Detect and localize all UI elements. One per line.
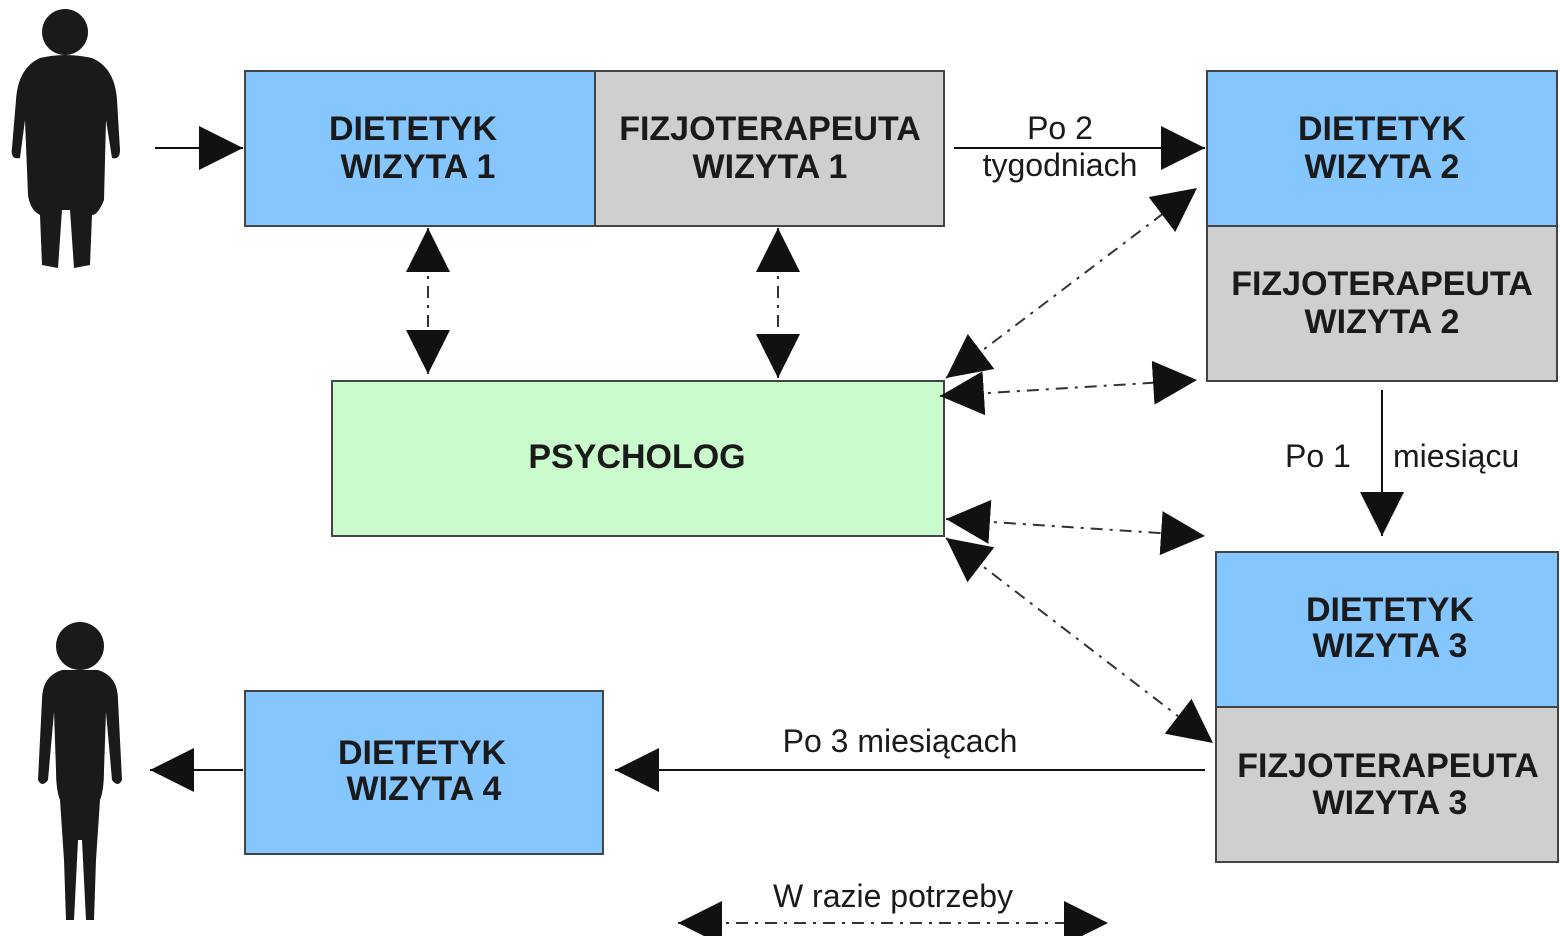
dietitian-visit-1-title: DIETETYK (329, 110, 498, 148)
physio-visit-1-title: FIZJOTERAPEUTA (619, 110, 921, 148)
person-silhouette-slim-icon (38, 622, 122, 920)
physio-visit-1-box (594, 70, 945, 227)
dietitian-visit-2-title: DIETETYK (1298, 110, 1467, 148)
person-silhouette-overweight-icon (11, 9, 121, 268)
physio-visit-1-subtitle: WIZYTA 1 (693, 148, 848, 186)
dietitian-visit-3-box (1215, 551, 1559, 708)
dietitian-visit-2-subtitle: WIZYTA 2 (1305, 148, 1460, 186)
physio-visit-3-subtitle: WIZYTA 3 (1313, 784, 1468, 822)
dietitian-visit-3-subtitle: WIZYTA 3 (1313, 627, 1468, 665)
dietitian-visit-1-box (244, 70, 596, 227)
dietitian-visit-4-box (244, 690, 604, 855)
dietitian-visit-4-subtitle: WIZYTA 4 (347, 770, 502, 808)
physio-visit-3-title: FIZJOTERAPEUTA (1237, 747, 1539, 785)
two-weeks-label-line2: tygodniach (983, 147, 1138, 183)
two-weeks-label-line1: Po 2 (1027, 110, 1093, 146)
physio-visit-2-subtitle: WIZYTA 2 (1305, 303, 1460, 341)
dietitian-visit-1-subtitle: WIZYTA 1 (341, 148, 496, 186)
dietitian-visit-3-title: DIETETYK (1306, 591, 1475, 629)
legend-label: W razie potrzeby (773, 878, 1013, 914)
physio-visit-3-box (1215, 706, 1559, 863)
dietitian-visit-4-title: DIETETYK (338, 734, 507, 772)
dietitian-visit-2-box (1206, 70, 1558, 227)
psychologist-physio-3-link (945, 537, 1214, 744)
psychologist-physio-2-link (939, 360, 1198, 416)
psychologist-dietitian-2-link (945, 187, 1198, 379)
psychologist-title: PSYCHOLOG (528, 438, 745, 476)
three-months-label: Po 3 miesiącach (783, 723, 1018, 759)
psychologist-box (331, 380, 945, 537)
one-month-label-part1: Po 1 (1285, 438, 1351, 474)
physio-visit-2-title: FIZJOTERAPEUTA (1231, 265, 1533, 303)
physio-visit-2-box (1206, 225, 1558, 382)
one-month-label-part2: miesiącu (1393, 438, 1519, 474)
psychologist-dietitian-3-link (945, 499, 1206, 556)
